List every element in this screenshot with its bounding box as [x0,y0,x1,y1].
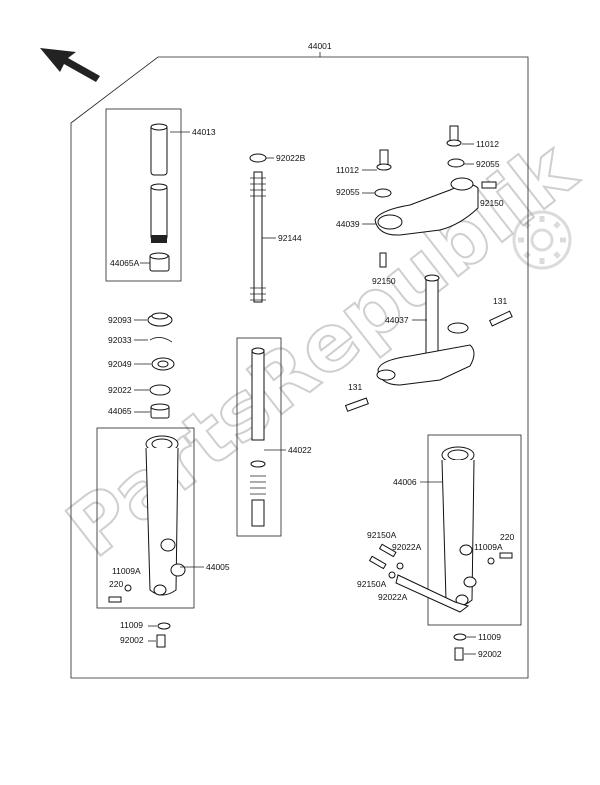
brake-hose-line [395,574,470,613]
part-92002-right [454,647,464,661]
label-11009A-right: 11009A [474,542,503,552]
box-44013 [105,108,182,282]
label-220-right: 220 [500,532,514,542]
direction-arrow-icon [40,48,100,82]
part-44022 [250,347,266,527]
label-92022A-lower: 92022A [378,592,408,602]
part-92022B [249,153,267,163]
part-11012-left [376,149,392,171]
part-220-left [108,596,122,603]
part-44037 [376,274,475,386]
label-11012-right: 11012 [476,139,499,149]
part-92150A-upper [378,543,397,558]
gear-watermark-icon [512,210,572,270]
label-92055-left: 92055 [336,187,360,197]
watermark-text: PartsRepublik [51,124,593,575]
part-92150-mid [379,252,387,268]
label-92002-right: 92002 [478,649,502,659]
part-92055-right [447,158,465,168]
assembly-border [70,56,529,679]
part-92022A-lower [388,571,396,579]
label-44006: 44006 [393,477,417,487]
part-92022 [149,384,171,396]
part-11009A-left [124,584,132,592]
part-44005 [145,435,186,596]
label-220-left: 220 [109,579,123,589]
part-92055-left [374,188,392,198]
part-92033 [149,337,173,343]
part-44065A [149,252,170,272]
part-131-right [489,310,513,327]
label-131-left: 131 [348,382,362,392]
part-220-right [499,552,513,559]
label-92150A-lower: 92150A [357,579,387,589]
part-92049 [151,357,175,371]
part-44013 [150,123,168,243]
label-92150-top: 92150 [480,198,504,208]
label-44037: 44037 [385,315,409,325]
label-44005: 44005 [206,562,230,572]
part-131-left [344,397,369,412]
part-44006 [441,446,477,607]
part-92144 [250,171,266,303]
part-92022A-upper [396,562,404,570]
label-44065A: 44065A [110,258,140,268]
label-92033: 92033 [108,335,132,345]
part-11012-right [446,125,462,147]
box-44005 [96,427,195,609]
label-44013: 44013 [192,127,216,137]
label-92093: 92093 [108,315,132,325]
part-11009-right [453,633,467,641]
label-11012-left: 11012 [336,165,359,175]
watermark: PartsRepublik [50,123,594,576]
label-11009-right: 11009 [478,632,501,642]
part-11009-left [157,622,171,630]
label-92144: 92144 [278,233,302,243]
label-11009A-left: 11009A [112,566,141,576]
label-92022: 92022 [108,385,132,395]
part-92093 [147,312,173,327]
label-92022A-upper: 92022A [392,542,422,552]
box-44022 [236,337,282,537]
label-92150A-upper: 92150A [367,530,397,540]
box-44006 [427,434,522,626]
part-11009A-right [487,557,495,565]
label-11009-left: 11009 [120,620,143,630]
label-92002-left: 92002 [120,635,144,645]
part-92150-top [481,181,497,189]
part-92002-left [156,634,166,648]
part-92150A-lower [368,555,387,570]
label-92055-right: 92055 [476,159,500,169]
label-44039: 44039 [336,219,360,229]
label-44001: 44001 [308,41,332,51]
label-92150-mid: 92150 [372,276,396,286]
label-92022B: 92022B [276,153,306,163]
label-131-right: 131 [493,296,507,306]
label-92049: 92049 [108,359,132,369]
part-44039 [374,177,479,236]
label-44022: 44022 [288,445,312,455]
label-44065: 44065 [108,406,132,416]
part-44065 [150,403,170,419]
